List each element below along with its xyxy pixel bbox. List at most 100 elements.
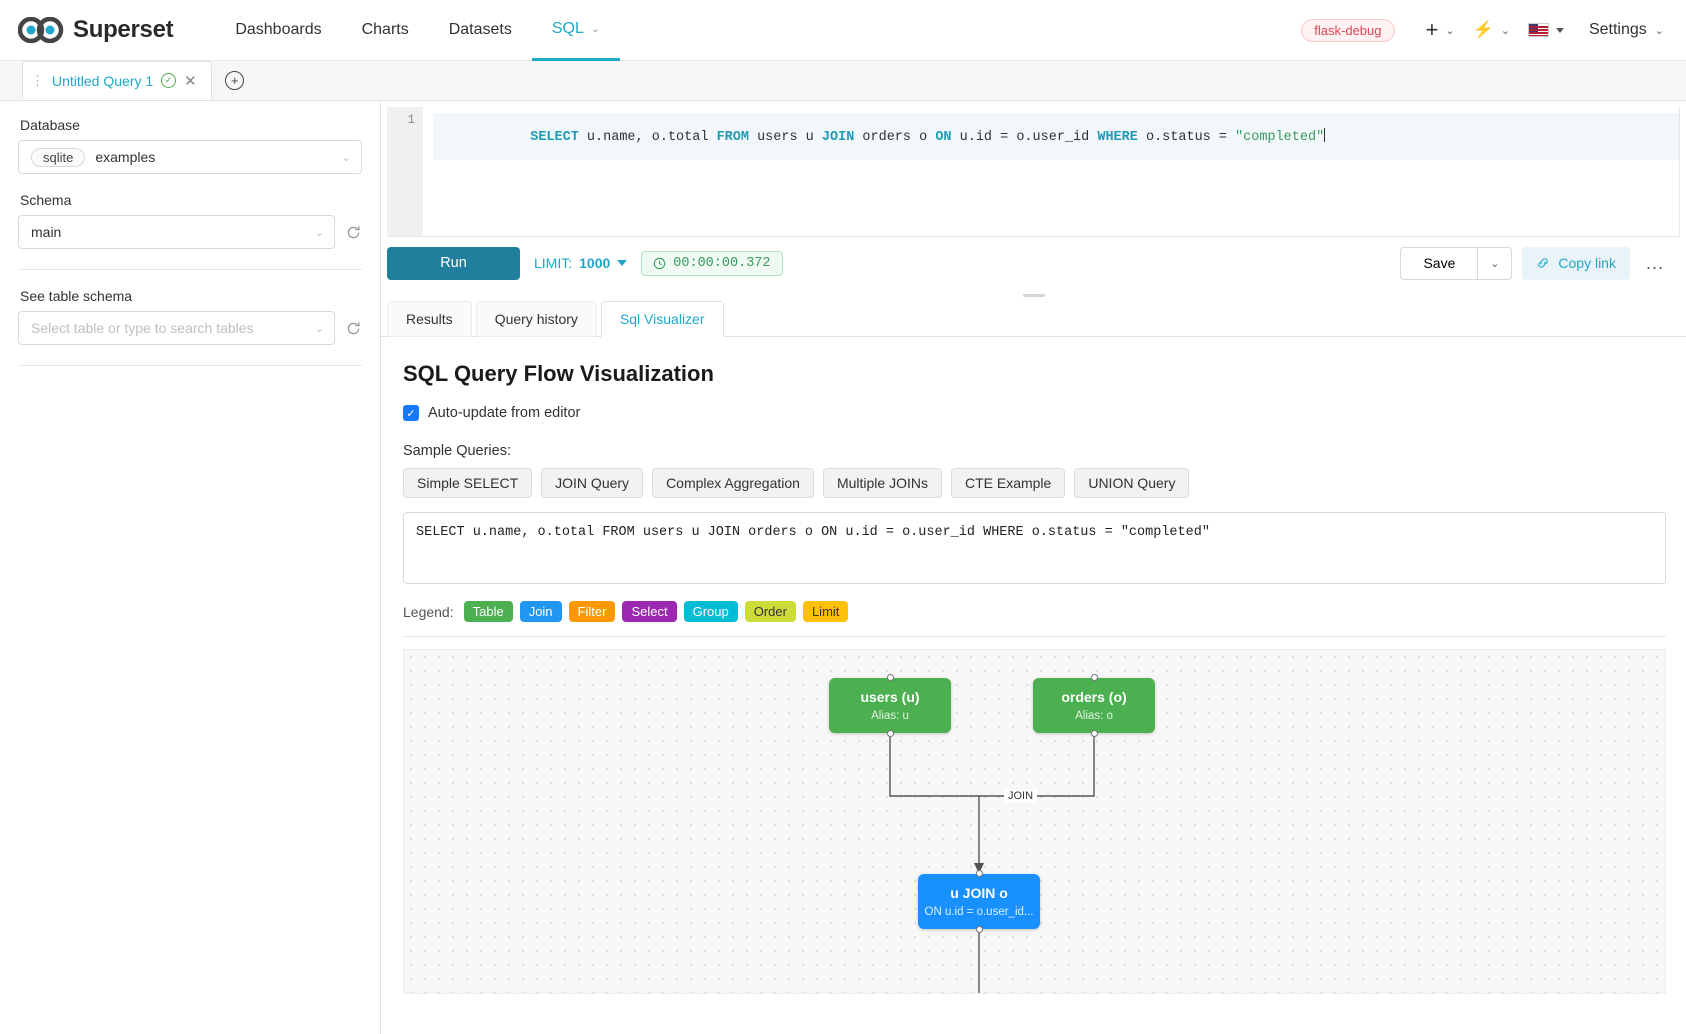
panel-divider-2 bbox=[18, 365, 362, 366]
tab-sql-visualizer[interactable]: Sql Visualizer bbox=[600, 301, 724, 337]
database-value: examples bbox=[95, 149, 156, 165]
port-icon bbox=[886, 730, 894, 737]
tab-query-history[interactable]: Query history bbox=[475, 301, 597, 337]
query-tab-strip: ⋮ Untitled Query 1 ✓ ✕ + bbox=[0, 61, 1686, 101]
drag-dots-icon[interactable]: ⋮ bbox=[31, 73, 44, 88]
table-placeholder: Select table or type to search tables bbox=[31, 320, 254, 336]
run-toolbar-right: Save ⌄ Copy link ... bbox=[1400, 246, 1680, 280]
copy-link-label: Copy link bbox=[1558, 255, 1616, 271]
table-select[interactable]: Select table or type to search tables ⌄ bbox=[18, 311, 335, 345]
more-options-icon[interactable]: ... bbox=[1645, 252, 1664, 273]
editor-line-1: SELECT u.name, o.total FROM users u JOIN… bbox=[433, 113, 1679, 160]
schema-value: main bbox=[31, 224, 62, 240]
limit-label: LIMIT: bbox=[534, 255, 573, 271]
chevron-down-icon: ⌄ bbox=[1654, 24, 1664, 37]
save-button[interactable]: Save bbox=[1400, 246, 1479, 280]
navbar-right: flask-debug + ⌄ ⚡ ⌄ Settings ⌄ bbox=[1301, 18, 1664, 42]
flow-node-join[interactable]: u JOIN o ON u.id = o.user_id... bbox=[918, 870, 1040, 933]
limit-dropdown[interactable]: LIMIT: 1000 bbox=[534, 255, 628, 271]
chevron-down-icon: ⌄ bbox=[314, 322, 324, 335]
edge-label-join: JOIN bbox=[1004, 789, 1038, 803]
panel-divider bbox=[18, 269, 362, 270]
flow-node-orders[interactable]: orders (o) Alias: o bbox=[1033, 674, 1155, 737]
close-icon[interactable]: ✕ bbox=[184, 72, 197, 90]
node-subtitle: Alias: u bbox=[871, 710, 909, 722]
panel-resize-handle[interactable] bbox=[381, 289, 1686, 301]
editor-code-area[interactable]: SELECT u.name, o.total FROM users u JOIN… bbox=[423, 107, 1679, 236]
caret-down-icon bbox=[1555, 27, 1564, 33]
schema-field-row: main ⌄ bbox=[18, 215, 362, 249]
refresh-schema-icon[interactable] bbox=[345, 224, 362, 241]
legend-chip-order: Order bbox=[744, 601, 796, 622]
success-check-icon: ✓ bbox=[161, 73, 177, 88]
node-title: u JOIN o bbox=[950, 885, 1008, 901]
see-table-schema-label: See table schema bbox=[20, 288, 133, 304]
legend-chip-group: Group bbox=[683, 601, 738, 622]
flow-canvas[interactable]: JOIN users (u) Alias: u orders (o) Alias… bbox=[403, 649, 1666, 994]
legend-label: Legend: bbox=[403, 603, 454, 620]
sample-simple-select[interactable]: Simple SELECT bbox=[403, 468, 533, 498]
database-select[interactable]: sqlite examples ⌄ bbox=[18, 140, 362, 174]
sample-complex-aggregation[interactable]: Complex Aggregation bbox=[652, 468, 814, 498]
run-button[interactable]: Run bbox=[387, 246, 520, 280]
brand-title: Superset bbox=[73, 16, 174, 43]
us-flag-icon bbox=[1527, 23, 1549, 37]
plus-icon: + bbox=[1425, 17, 1439, 42]
chevron-down-icon: ⌄ bbox=[1500, 24, 1510, 37]
new-query-tab-button[interactable]: + bbox=[212, 61, 258, 100]
schema-select[interactable]: main ⌄ bbox=[18, 215, 335, 249]
database-label: Database bbox=[20, 117, 80, 133]
editor-gutter: 1 bbox=[387, 107, 423, 236]
query-tab-label: Untitled Query 1 bbox=[52, 72, 154, 89]
bolt-icon: ⚡ bbox=[1472, 20, 1494, 39]
node-subtitle: ON u.id = o.user_id... bbox=[924, 906, 1034, 918]
sql-input-textarea[interactable] bbox=[403, 512, 1666, 584]
query-tab[interactable]: ⋮ Untitled Query 1 ✓ ✕ bbox=[22, 61, 212, 100]
superset-logo[interactable]: Superset bbox=[18, 16, 174, 44]
sample-cte-example[interactable]: CTE Example bbox=[950, 468, 1066, 498]
settings-label: Settings bbox=[1588, 21, 1647, 38]
sample-join-query[interactable]: JOIN Query bbox=[541, 468, 644, 498]
nav-charts[interactable]: Charts bbox=[361, 21, 409, 38]
nav-dashboards[interactable]: Dashboards bbox=[235, 21, 322, 38]
sample-queries-label: Sample Queries: bbox=[403, 443, 511, 459]
plus-circle-icon: + bbox=[225, 71, 245, 90]
schema-label: Schema bbox=[20, 192, 72, 208]
port-icon bbox=[975, 926, 983, 933]
sql-visualizer-panel: SQL Query Flow Visualization ✓ Auto-upda… bbox=[381, 337, 1686, 1034]
node-title: orders (o) bbox=[1061, 689, 1127, 705]
new-menu-button[interactable]: + ⌄ bbox=[1417, 19, 1464, 41]
save-dropdown-caret[interactable]: ⌄ bbox=[1478, 246, 1513, 280]
legend-chip-limit: Limit bbox=[802, 601, 849, 622]
bolt-menu-button[interactable]: ⚡ ⌄ bbox=[1464, 20, 1519, 40]
limit-value: 1000 bbox=[579, 255, 611, 271]
auto-update-checkbox[interactable]: ✓ bbox=[403, 405, 419, 421]
language-picker[interactable] bbox=[1519, 23, 1573, 37]
sample-multiple-joins[interactable]: Multiple JOINs bbox=[822, 468, 942, 498]
nav-sql[interactable]: SQL ⌄ bbox=[531, 0, 621, 61]
save-button-group: Save ⌄ bbox=[1400, 246, 1513, 280]
tab-results[interactable]: Results bbox=[387, 301, 472, 337]
main-area: Database sqlite examples ⌄ Schema main ⌄… bbox=[0, 101, 1686, 1034]
query-timer: 00:00:00.372 bbox=[641, 250, 783, 276]
copy-link-button[interactable]: Copy link bbox=[1522, 246, 1630, 280]
sample-queries-buttons: Simple SELECT JOIN Query Complex Aggrega… bbox=[403, 468, 1666, 498]
sql-editor[interactable]: 1 SELECT u.name, o.total FROM users u JO… bbox=[387, 107, 1680, 237]
left-panel: Database sqlite examples ⌄ Schema main ⌄… bbox=[0, 101, 381, 1034]
nav-datasets[interactable]: Datasets bbox=[448, 21, 512, 38]
auto-update-label: Auto-update from editor bbox=[428, 405, 581, 421]
refresh-tables-icon[interactable] bbox=[345, 320, 362, 337]
table-field-row: Select table or type to search tables ⌄ bbox=[18, 311, 362, 345]
sample-union-query[interactable]: UNION Query bbox=[1074, 468, 1190, 498]
top-navbar: Superset Dashboards Charts Datasets SQL … bbox=[0, 0, 1686, 61]
port-icon bbox=[1090, 674, 1098, 681]
sql-editor-wrap: 1 SELECT u.name, o.total FROM users u JO… bbox=[381, 101, 1686, 237]
chevron-down-icon: ⌄ bbox=[341, 151, 351, 164]
flow-node-users[interactable]: users (u) Alias: u bbox=[829, 674, 951, 737]
clock-icon bbox=[654, 257, 666, 269]
timer-value: 00:00:00.372 bbox=[673, 255, 771, 271]
editor-right-border bbox=[1679, 107, 1680, 236]
right-panel: 1 SELECT u.name, o.total FROM users u JO… bbox=[381, 101, 1686, 1034]
settings-menu[interactable]: Settings ⌄ bbox=[1573, 21, 1664, 39]
legend-chip-filter: Filter bbox=[568, 601, 616, 622]
